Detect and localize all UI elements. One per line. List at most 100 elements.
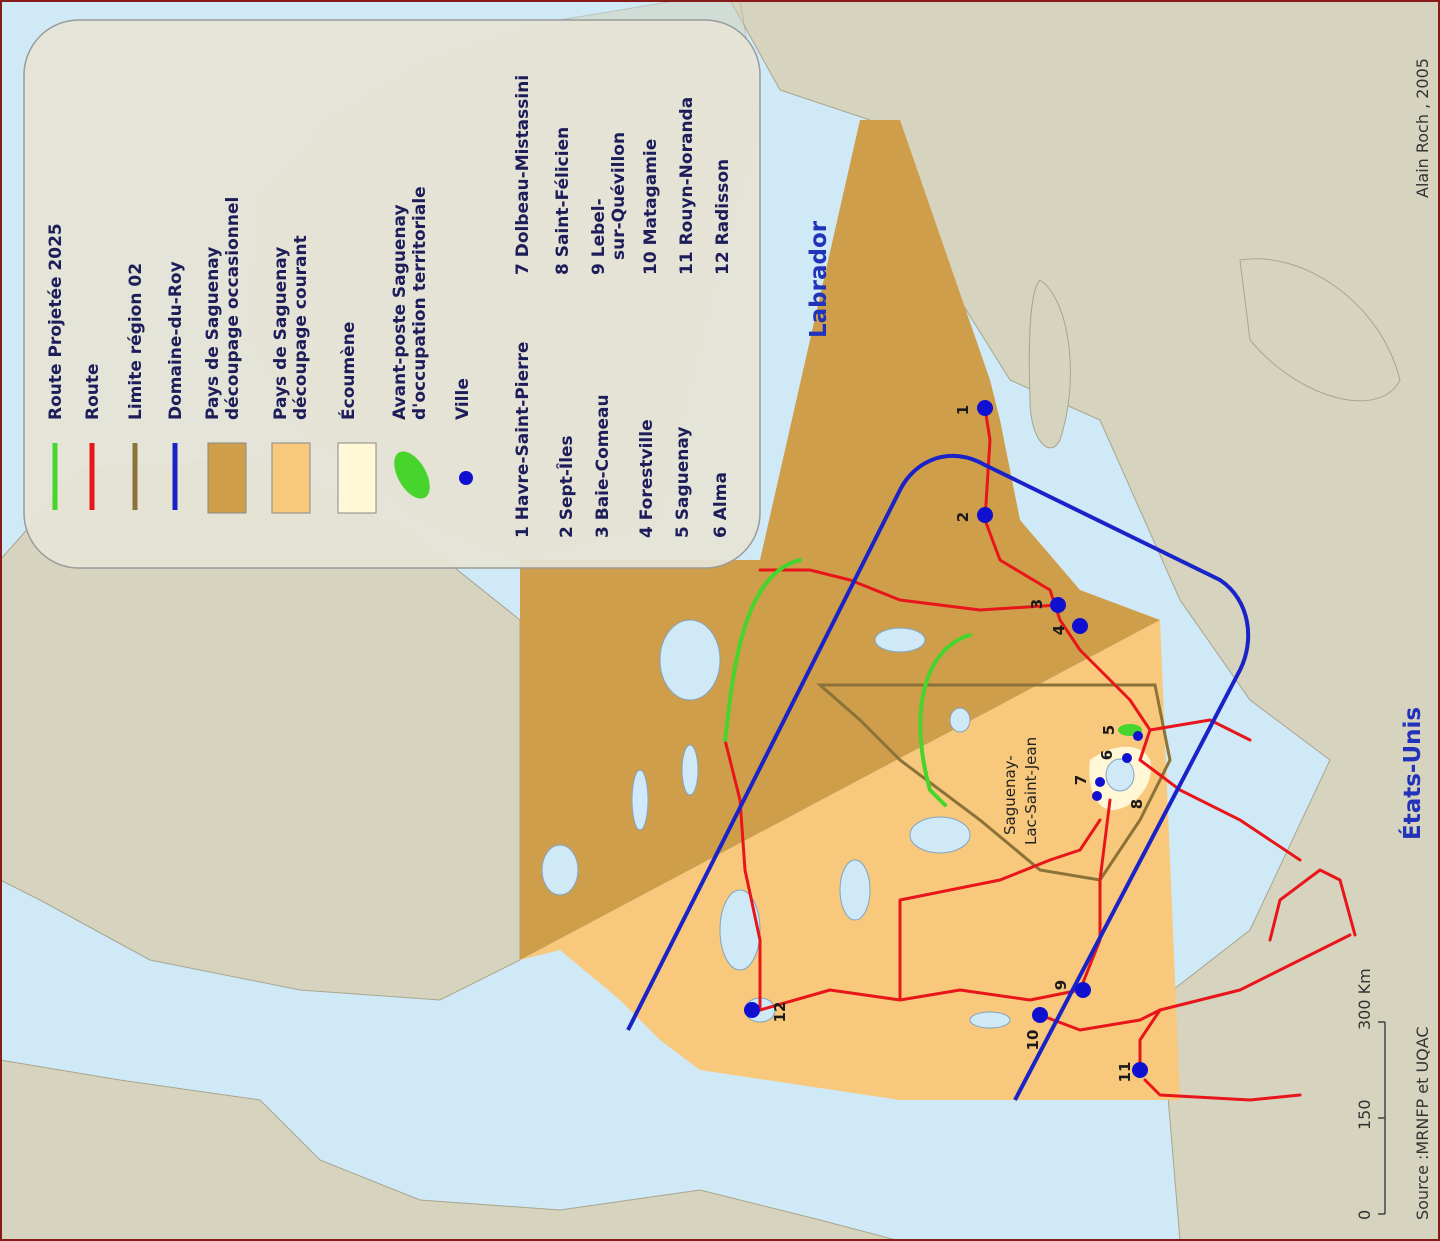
legend-city-9a: 9 Lebel-	[589, 198, 609, 275]
city-label-4: 4	[1050, 625, 1068, 635]
legend-city-5: 5 Saguenay	[673, 427, 693, 538]
legend-city-8: 8 Saint-Félicien	[553, 127, 573, 275]
region-courant	[520, 620, 1180, 1100]
legend-symbol-ecumene	[337, 442, 377, 514]
legend-symbol-ville	[459, 471, 473, 485]
road	[1078, 798, 1112, 992]
legend-label-courant-2: découpage courant	[291, 235, 311, 420]
road	[723, 738, 762, 1012]
city-label-2: 2	[954, 512, 972, 522]
source-credit: Source :MRNFP et UQAC	[1413, 1026, 1432, 1220]
cities-layer	[744, 400, 1148, 1078]
city-label-10: 10	[1024, 1030, 1042, 1051]
lake	[719, 889, 761, 971]
road	[1148, 718, 1252, 742]
city-marker-7	[1095, 777, 1105, 787]
scale-tick-300: 300 Km	[1355, 968, 1374, 1030]
city-label-12: 12	[771, 1002, 789, 1023]
author-credit: Alain Roch , 2005	[1413, 58, 1432, 198]
legend-label-domaine: Domaine-du-Roy	[166, 261, 186, 420]
city-label-9: 9	[1052, 980, 1070, 990]
legend-city-9b: sur-Quévillon	[609, 132, 629, 260]
city-label-7: 7	[1072, 775, 1090, 785]
road	[1138, 933, 1352, 1070]
city-marker-6	[1122, 753, 1132, 763]
city-marker-4	[1072, 618, 1088, 634]
road	[758, 568, 1060, 612]
island-anticosti	[1028, 279, 1071, 449]
legend-symbol-occasionnel	[207, 442, 247, 514]
city-label-5: 5	[1100, 725, 1118, 735]
legend-city-3: 3 Baie-Comeau	[593, 394, 613, 538]
legend-city-11: 11 Rouyn-Noranda	[677, 97, 697, 275]
limite-region-02	[816, 683, 1172, 882]
legend-symbol-courant	[271, 442, 311, 514]
label-labrador: Labrador	[806, 220, 832, 338]
label-region-line2: Lac-Saint-Jean	[1022, 737, 1040, 845]
legend-label-avant-poste-1: Avant-poste Saguenay	[390, 204, 410, 420]
road	[1143, 1078, 1302, 1102]
legend-label-route-projetee: Route Projetée 2025	[46, 223, 66, 420]
island-east	[1239, 258, 1401, 402]
lake	[909, 816, 971, 854]
legend-label-route: Route	[83, 363, 103, 420]
road	[758, 988, 1082, 1012]
legend-background	[23, 19, 761, 569]
legend-city-1: 1 Havre-Saint-Pierre	[513, 342, 533, 538]
legend-city-10: 10 Matagamie	[641, 139, 661, 275]
city-marker-8	[1092, 791, 1102, 801]
land-southwest	[0, 1059, 901, 1241]
projected-road	[723, 558, 802, 742]
legend-label-courant-1: Pays de Saguenay	[271, 247, 291, 420]
lake	[659, 619, 721, 701]
label-region-line1: Saguenay-	[1001, 755, 1019, 835]
region-layer	[520, 120, 1180, 1100]
projected-roads-layer	[723, 558, 972, 807]
lake	[1105, 758, 1135, 792]
lake	[839, 859, 871, 921]
city-marker-5	[1133, 731, 1143, 741]
city-marker-9	[1075, 982, 1091, 998]
legend-panel: Route Projetée 2025 Route Limite région …	[23, 19, 761, 569]
city-marker-2	[977, 507, 993, 523]
city-marker-1	[977, 400, 993, 416]
city-marker-12	[744, 1002, 760, 1018]
lake	[541, 844, 579, 896]
scale-bar: 0 150 300 Km	[1355, 968, 1386, 1220]
city-label-3: 3	[1028, 599, 1046, 609]
road	[1138, 758, 1302, 862]
scale-tick-150: 150	[1355, 1099, 1374, 1130]
legend-symbol-avant-poste	[394, 451, 430, 499]
lake	[874, 627, 926, 653]
city-marker-3	[1050, 597, 1066, 613]
label-usa: États-Unis	[1398, 707, 1426, 840]
legend-label-avant-poste-2: d'occupation territoriale	[410, 186, 430, 420]
lake	[631, 769, 649, 831]
legend-city-7: 7 Dolbeau-Mistassini	[513, 75, 533, 275]
legend-label-occasionnel-2: découpage occasionnel	[223, 197, 243, 420]
legend-city-6: 6 Alma	[711, 472, 731, 538]
city-label-8: 8	[1128, 799, 1146, 809]
region-occasionnel	[520, 120, 1160, 960]
road	[898, 818, 1102, 1002]
legend-city-12: 12 Radisson	[713, 159, 733, 275]
projected-road	[918, 633, 972, 807]
city-label-1: 1	[954, 405, 972, 415]
city-label-6: 6	[1098, 750, 1116, 760]
legend-label-limite: Limite région 02	[126, 263, 146, 420]
city-marker-10	[1032, 1007, 1048, 1023]
road	[1038, 1008, 1162, 1032]
domaine-du-roy-outline	[626, 454, 1251, 1101]
legend-label-ville: Ville	[453, 378, 473, 420]
legend-label-occasionnel-1: Pays de Saguenay	[203, 247, 223, 420]
lake	[949, 707, 971, 733]
lake	[681, 744, 699, 796]
city-marker-11	[1132, 1062, 1148, 1078]
road	[1268, 868, 1357, 942]
lake	[969, 1011, 1011, 1029]
scale-tick-0: 0	[1355, 1210, 1374, 1220]
lakes-layer	[541, 619, 1135, 1029]
legend-label-ecumene: Écoumène	[337, 322, 359, 420]
